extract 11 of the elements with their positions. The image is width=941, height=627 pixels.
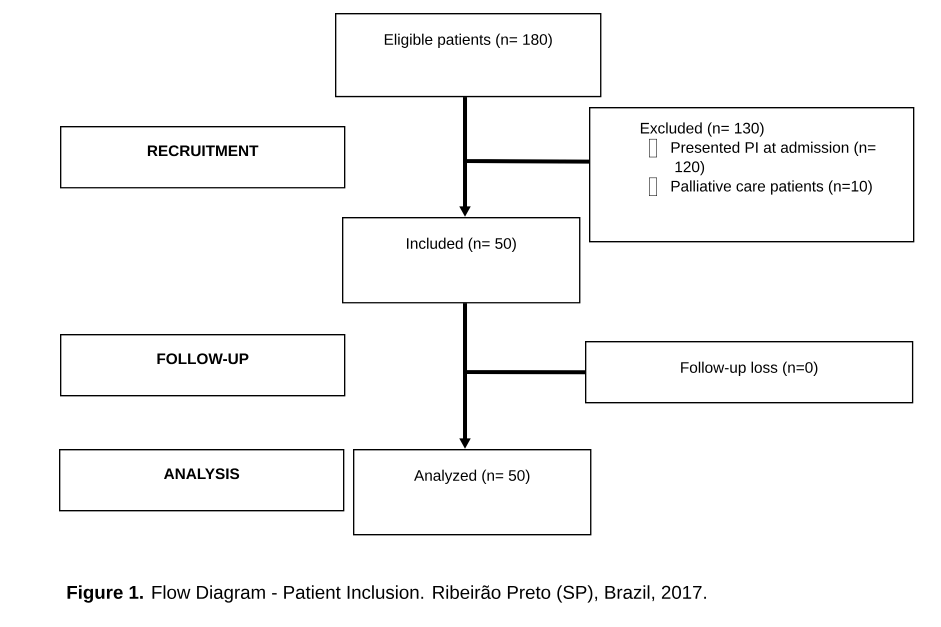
stage-box: ANALYSIS: [59, 449, 344, 512]
process-box: Eligible patients (n= 180): [335, 13, 602, 98]
connector-line: [463, 97, 590, 164]
connector-line: [463, 303, 585, 374]
stage-box: RECRUITMENT: [60, 126, 346, 188]
exclusion-box: Excluded (n= 130) Presented PI at admission (n= 120) Palliative care patients (n=10): [589, 107, 914, 242]
process-box: Analyzed (n= 50): [353, 449, 592, 536]
exclusion-box: Follow-up loss (n=0): [585, 341, 914, 404]
stage-box: FOLLOW-UP: [60, 334, 346, 396]
process-box: Included (n= 50): [342, 217, 580, 304]
figure-caption: Figure 1. Flow Diagram - Patient Inclusion. Ribeirão Preto (SP), Brazil, 2017.: [68, 585, 706, 603]
